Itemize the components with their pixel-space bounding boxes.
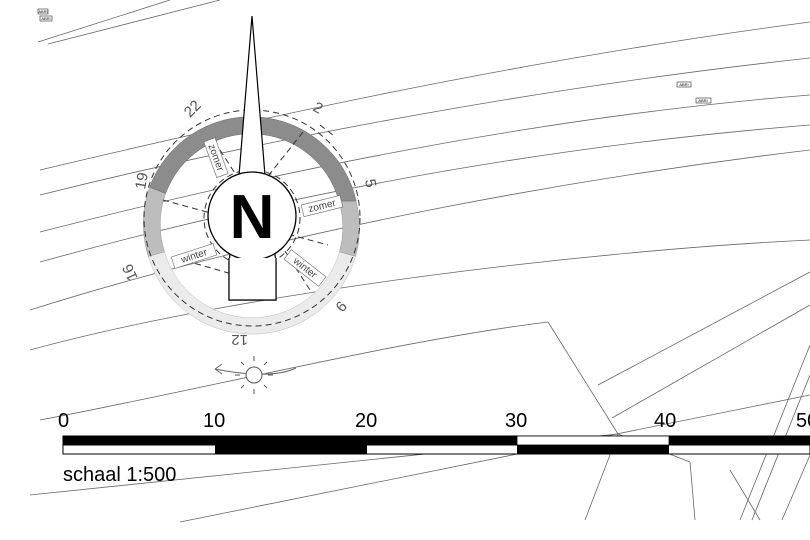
hour-5: 5 — [361, 178, 379, 189]
sun-icon — [214, 356, 297, 394]
north-arrow: N — [207, 15, 297, 301]
spring-arc-left — [143, 186, 166, 257]
scale-tick-50: 50 — [796, 410, 810, 432]
parcel-tag-4: ABRI — [695, 97, 712, 104]
label-zomer-right: zomer — [307, 198, 337, 216]
scale-tick-10: 10 — [203, 410, 225, 432]
hour-22: 22 — [181, 97, 205, 121]
svg-text:ABRI: ABRI — [698, 98, 707, 103]
scale-bar: 0 10 20 30 40 50 schaal 1:500 — [58, 410, 810, 486]
north-letter: N — [230, 183, 275, 252]
hour-2: 2 — [310, 99, 326, 118]
scale-caption: schaal 1:500 — [63, 464, 176, 486]
svg-text:ABRI: ABRI — [679, 82, 688, 87]
scale-tick-40: 40 — [654, 410, 676, 432]
hour-19: 19 — [132, 171, 152, 190]
scale-tick-30: 30 — [505, 410, 527, 432]
parcel-tag-1: ABRI — [37, 8, 49, 15]
parcel-tag-3: ABRI — [676, 81, 692, 88]
svg-text:ABRI: ABRI — [41, 16, 50, 21]
hour-9: 9 — [332, 297, 350, 314]
spring-arc-right — [338, 200, 360, 257]
hour-16: 16 — [119, 261, 141, 283]
svg-text:ABRI: ABRI — [38, 9, 47, 14]
parcel-tag-2: ABRI — [39, 15, 53, 22]
scale-tick-0: 0 — [58, 410, 69, 432]
scale-tick-20: 20 — [355, 410, 377, 432]
hour-12: 12 — [231, 331, 248, 348]
